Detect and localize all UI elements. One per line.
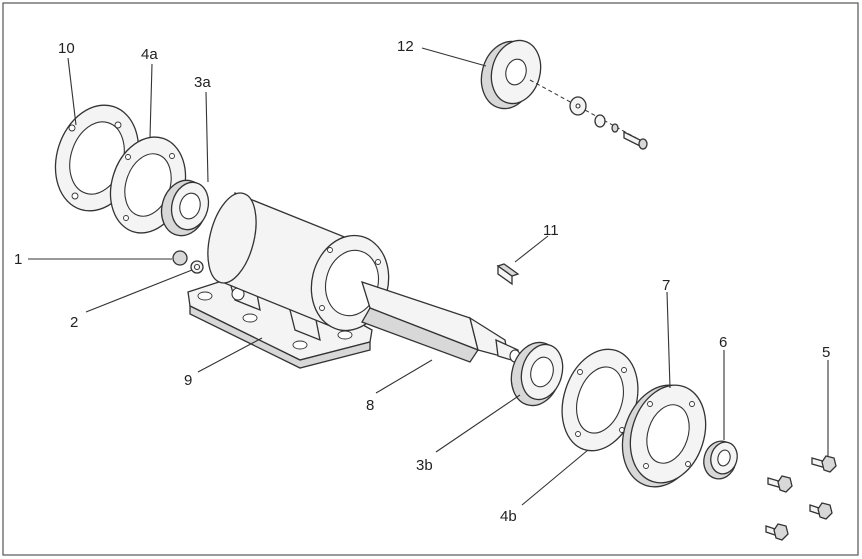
part-6-seal [703, 440, 738, 480]
part-12-pulley [480, 39, 648, 150]
part-5-bolts [765, 455, 837, 541]
callout-12: 12 [397, 38, 414, 55]
callout-10: 10 [58, 40, 75, 57]
callout-9: 9 [184, 372, 192, 389]
callout-3b: 3b [416, 457, 433, 474]
part-4b-gasket [561, 348, 639, 452]
callout-3a: 3a [194, 74, 211, 91]
part-10-flange [54, 104, 140, 212]
callout-4b: 4b [500, 508, 517, 525]
callout-11: 11 [543, 222, 559, 239]
callout-7: 7 [662, 277, 670, 294]
callout-labels: 10 4a 3a 12 11 1 2 9 8 7 6 5 3b 4b [14, 38, 830, 525]
part-1-plug [172, 250, 188, 266]
callout-5: 5 [822, 344, 830, 361]
part-3a-bearing [160, 179, 210, 237]
bolt [767, 475, 793, 493]
callout-6: 6 [719, 334, 727, 351]
callout-1: 1 [14, 251, 22, 268]
part-8-shaft [361, 280, 521, 363]
part-3b-bearing [510, 341, 564, 407]
bolt [811, 455, 837, 473]
part-11-key [496, 263, 520, 286]
callout-2: 2 [70, 314, 78, 331]
bolt [765, 523, 789, 541]
bolt [809, 502, 833, 520]
leader-lines [28, 47, 829, 506]
callout-4a: 4a [141, 46, 158, 63]
part-2-washer [190, 260, 204, 274]
callout-8: 8 [366, 397, 374, 414]
part-7-flange [621, 384, 707, 488]
main-housing [207, 192, 390, 332]
